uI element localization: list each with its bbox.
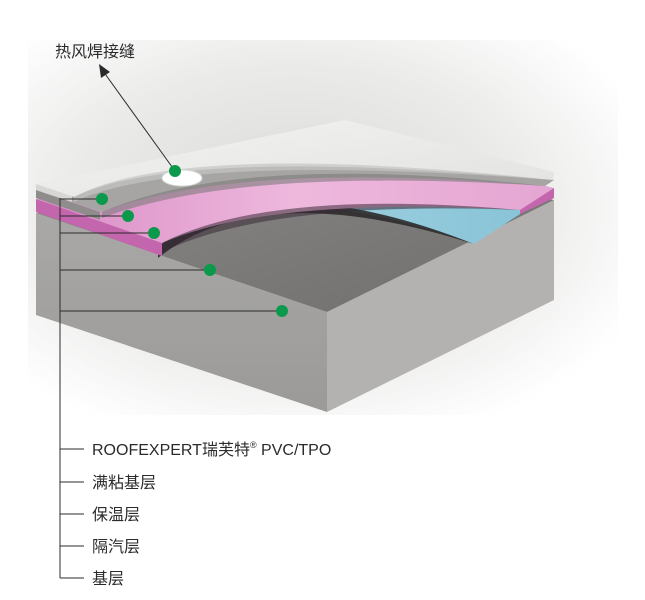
marker-vapor-barrier — [204, 264, 216, 276]
legend-item-insulation: 保温层 — [92, 505, 140, 524]
legend-item-adhesive: 满粘基层 — [92, 473, 156, 492]
marker-insulation — [148, 227, 160, 239]
weld-seam-bump — [161, 169, 203, 187]
insulation-side — [36, 199, 162, 256]
insulation-edge — [162, 203, 520, 252]
leader-lines — [59, 70, 282, 579]
insulation-side-right — [520, 188, 554, 214]
arrow-head-icon — [99, 64, 110, 78]
marker-membrane — [96, 193, 108, 205]
marker-adhesive — [122, 210, 134, 222]
membrane-layer — [36, 120, 554, 197]
membrane-side — [36, 184, 72, 202]
legend-brand: ROOFEXPERT瑞芙特 — [92, 441, 250, 459]
legend-product: PVC/TPO — [257, 442, 332, 459]
legend-item-substrate: 基层 — [92, 569, 124, 588]
callout-weld-seam: 热风焊接缝 — [55, 42, 135, 61]
legend-item-membrane: ROOFEXPERT瑞芙特® PVC/TPO — [92, 440, 331, 459]
marker-weld-seam — [169, 165, 181, 177]
registered-mark: ® — [250, 440, 257, 450]
layer-markers — [96, 165, 288, 317]
adhesive-side — [36, 190, 100, 220]
marker-substrate — [276, 305, 288, 317]
legend-item-vapor-barrier: 隔汽层 — [92, 537, 140, 556]
substrate-side-left — [36, 213, 327, 412]
adhesive-edge — [102, 173, 545, 218]
substrate-side-right — [327, 200, 554, 412]
weld-seam-leader — [102, 70, 176, 172]
